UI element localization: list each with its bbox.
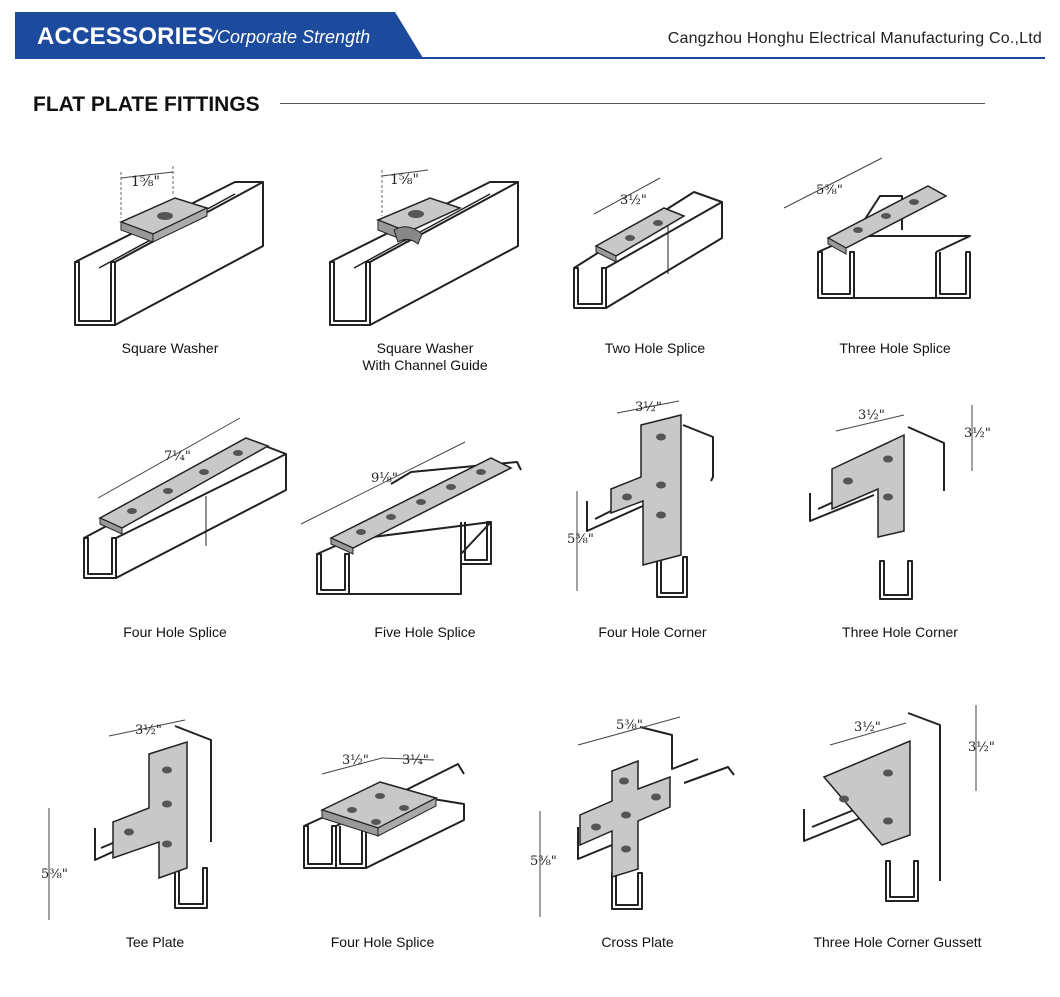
fitting-label: Three Hole Corner Gussett bbox=[813, 934, 982, 950]
fitting-card-tee-plate: 3½" 5⅜" Tee Plate bbox=[35, 712, 275, 957]
fitting-label: Square Washer bbox=[121, 340, 219, 356]
dimension-label: 5⅜" bbox=[816, 183, 843, 198]
cross-plate-illustration: 5⅜" 5⅜" bbox=[530, 716, 735, 917]
dimension-label: 3½" bbox=[342, 753, 369, 768]
header: ACCESSORIES /Corporate Strength Cangzhou… bbox=[0, 0, 1060, 60]
dimension-label-vertical: 5⅜" bbox=[530, 854, 557, 869]
fitting-card-three-hole-splice: 5⅜" Three Hole Splice bbox=[770, 150, 1020, 370]
fitting-label: Cross Plate bbox=[601, 934, 674, 950]
fitting-card-five-hole-splice: 9⅛" Five Hole Splice bbox=[295, 400, 555, 645]
fitting-label: Four Hole Corner bbox=[598, 624, 707, 640]
fitting-label-line2: With Channel Guide bbox=[362, 357, 488, 373]
fitting-card-cross-plate: 5⅜" 5⅜" Cross Plate bbox=[520, 705, 755, 957]
dimension-label: 5⅜" bbox=[616, 718, 643, 733]
five-hole-splice-illustration: 9⅛" bbox=[300, 441, 522, 595]
three-hole-splice-illustration: 5⅜" bbox=[783, 157, 971, 299]
four-hole-corner-illustration: 3½" 5⅜" bbox=[567, 400, 714, 598]
dimension-label: 7¼" bbox=[164, 449, 191, 464]
tee-plate-illustration: 3½" 5⅜" bbox=[41, 719, 212, 920]
dimension-label: 3½" bbox=[135, 723, 162, 738]
fitting-label: Four Hole Splice bbox=[123, 624, 227, 640]
fitting-card-four-hole-corner: 3½" 5⅜" Four Hole Corner bbox=[555, 385, 750, 645]
fitting-card-four-hole-splice-square: 3½" 3¼" Four Hole Splice bbox=[290, 740, 475, 957]
square-washer-guide-illustration: 1⅝" bbox=[329, 169, 519, 326]
three-hole-corner-gussett-illustration: 3½" 3½" bbox=[803, 705, 995, 902]
fitting-card-square-washer: 1⅝" Square Washer bbox=[55, 150, 285, 370]
four-hole-splice-illustration: 7¼" bbox=[83, 417, 287, 579]
three-hole-corner-illustration: 3½" 3½" bbox=[809, 405, 991, 600]
dimension-label-vertical: 3½" bbox=[968, 740, 995, 755]
company-name: Cangzhou Honghu Electrical Manufacturing… bbox=[667, 30, 1042, 47]
fitting-card-four-hole-splice: 7¼" Four Hole Splice bbox=[60, 400, 290, 645]
dimension-label: 3½" bbox=[858, 408, 885, 423]
dimension-label: 3½" bbox=[854, 720, 881, 735]
dimension-label: 3½" bbox=[620, 193, 647, 208]
dimension-label: 9⅛" bbox=[371, 471, 398, 486]
banner-subtitle: /Corporate Strength bbox=[212, 27, 371, 47]
fitting-label: Three Hole Splice bbox=[839, 340, 951, 356]
dimension-label: 1⅝" bbox=[390, 172, 419, 188]
dimension-label-second: 3¼" bbox=[402, 753, 429, 768]
banner-title: ACCESSORIES bbox=[37, 23, 214, 50]
square-washer-illustration: 1⅝" bbox=[74, 166, 264, 326]
header-banner bbox=[15, 12, 423, 58]
fitting-card-three-hole-corner-gussett: 3½" 3½" Three Hole Corner Gussett bbox=[790, 695, 1005, 957]
fitting-card-square-washer-guide: 1⅝" Square Washer With Channel Guide bbox=[310, 150, 540, 375]
section-title: FLAT PLATE FITTINGS bbox=[33, 93, 260, 116]
section-rule bbox=[280, 103, 985, 104]
fitting-label: Square Washer bbox=[376, 340, 474, 356]
dimension-label-vertical: 5⅜" bbox=[567, 532, 594, 547]
dimension-label: 1⅝" bbox=[131, 174, 160, 190]
dimension-label: 3½" bbox=[635, 400, 662, 415]
fitting-label: Two Hole Splice bbox=[604, 340, 706, 356]
fitting-label: Tee Plate bbox=[125, 934, 185, 950]
fitting-label: Five Hole Splice bbox=[374, 624, 476, 640]
header-divider bbox=[15, 57, 1045, 59]
fitting-card-three-hole-corner: 3½" 3½" Three Hole Corner bbox=[800, 385, 1000, 645]
four-hole-splice-square-illustration: 3½" 3¼" bbox=[303, 753, 465, 869]
fitting-label: Three Hole Corner bbox=[842, 624, 958, 640]
fitting-label: Four Hole Splice bbox=[330, 934, 435, 950]
dimension-label-vertical: 5⅜" bbox=[41, 867, 68, 882]
two-hole-splice-illustration: 3½" bbox=[573, 177, 723, 309]
fitting-card-two-hole-splice: 3½" Two Hole Splice bbox=[560, 150, 750, 370]
dimension-label-vertical: 3½" bbox=[964, 426, 991, 441]
